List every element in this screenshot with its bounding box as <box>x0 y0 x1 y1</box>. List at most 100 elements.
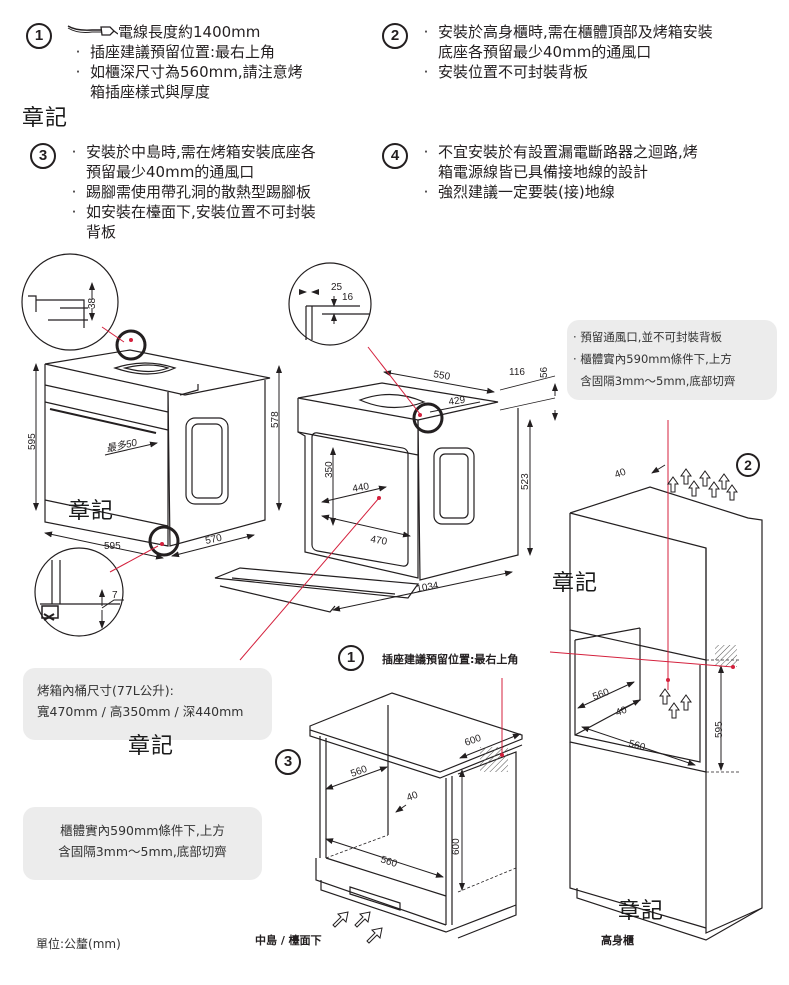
leader-dot <box>377 496 381 500</box>
leader-line <box>101 326 125 343</box>
dim-label: 595 <box>104 541 121 552</box>
stamp-watermark: 章記 <box>128 734 175 759</box>
dim-label: 440 <box>352 481 371 495</box>
up-arrow-icon <box>699 470 711 487</box>
dim-label: 56 <box>539 366 550 378</box>
dim-label: 570 <box>204 533 223 547</box>
dim-label: 最多50 <box>105 437 138 455</box>
vent-hatch <box>715 645 737 667</box>
stamp-watermark: 章記 <box>618 899 665 924</box>
dim-label: 523 <box>520 473 531 490</box>
airflow-arrow-icon <box>354 911 371 928</box>
dimension-labels: 38 595 578 最多50 595 570 7 25 16 550 429 … <box>27 282 725 870</box>
socket-callout-number: 1 <box>338 645 364 671</box>
vent-note-bubble: · 預留通風口,並不可封裝背板 · 櫃體實內590mm條件下,上方 含固隔3mm… <box>567 320 777 400</box>
dim-label: 560 <box>349 764 369 780</box>
dim-label: 595 <box>27 433 38 450</box>
bubble-line: · 預留通風口,並不可封裝背板 <box>573 330 722 344</box>
dim-label: 40 <box>405 790 420 804</box>
socket-callout-text: 插座建議預留位置:最右上角 <box>382 653 519 666</box>
note-3-item-1-cont: 預留最少40mm的通風口 <box>86 163 255 181</box>
bubble-line: 寬470mm / 高350mm / 深440mm <box>37 704 244 719</box>
tall-caption: 高身櫃 <box>601 934 634 947</box>
note-2-number: 2 <box>382 23 408 49</box>
leader-dot <box>731 665 735 669</box>
oven-open-drawing <box>214 262 558 613</box>
note-2-item-1-cont: 底座各預留最少40mm的通風口 <box>438 43 652 61</box>
x-mark-icon <box>43 613 55 621</box>
up-arrow-icon <box>708 481 720 498</box>
bubble-line: 含固隔3mm～5mm,底部切齊 <box>573 374 736 388</box>
up-arrow-icon <box>667 476 679 493</box>
note-4-number: 4 <box>382 143 408 169</box>
note-4-item-2: 強烈建議一定要裝(接)地線 <box>438 183 615 201</box>
dim-label: 578 <box>270 411 281 428</box>
up-arrow-icon <box>680 694 692 711</box>
up-arrow-icon <box>718 473 730 490</box>
note-3-number: 3 <box>30 143 56 169</box>
dim-label: 429 <box>448 395 466 408</box>
note-3: ·安裝於中島時,需在烤箱安裝底座各 預留最少40mm的通風口 ·踢腳需使用帶孔洞… <box>62 142 316 242</box>
dim-label: 470 <box>369 534 388 548</box>
note-3-item-3: 如安裝在檯面下,安裝位置不可封裝 <box>86 203 316 221</box>
island-cabinet-drawing <box>309 692 523 939</box>
island-number: 3 <box>275 749 301 775</box>
interior-size-bubble: 烤箱內桶尺寸(77L公升): 寬470mm / 高350mm / 深440mm <box>23 668 272 740</box>
intake-arrows <box>332 911 383 944</box>
vent-arrows <box>659 468 738 719</box>
up-arrow-icon <box>668 702 680 719</box>
note-2: ·安裝於高身櫃時,需在櫃體頂部及烤箱安裝 底座各預留最少40mm的通風口 ·安裝… <box>414 22 713 82</box>
note-3-item-3-cont: 背板 <box>86 223 117 241</box>
vent-hatch <box>480 747 508 772</box>
dim-label: 600 <box>463 733 483 749</box>
cabinet-condition-bubble: 櫃體實內590mm條件下,上方 含固隔3mm～5mm,底部切齊 <box>23 807 262 880</box>
dim-label: 350 <box>324 461 335 478</box>
airflow-arrow-icon <box>332 911 349 928</box>
tall-number-badge <box>736 453 760 477</box>
bubble-line: · 櫃體實內590mm條件下,上方 <box>573 352 732 366</box>
dim-label: 38 <box>87 297 98 309</box>
leader-line <box>549 651 734 668</box>
leader-dot <box>666 678 670 682</box>
dim-label: 1034 <box>416 580 440 595</box>
dim-label: 595 <box>714 721 725 738</box>
note-4: ·不宜安裝於有設置漏電斷路器之迴路,烤 箱電源線皆已具備接地線的設計 ·強烈建議… <box>414 142 698 202</box>
leader-line <box>367 346 421 415</box>
bubble-line: 櫃體實內590mm條件下,上方 <box>60 823 225 838</box>
note-1-item-2-cont: 箱插座樣式與厚度 <box>90 83 211 101</box>
dim-label: 7 <box>112 590 118 601</box>
note-4-item-1: 不宜安裝於有設置漏電斷路器之迴路,烤 <box>438 143 698 161</box>
note-1-number: 1 <box>26 23 52 49</box>
power-cord-icon <box>66 22 118 40</box>
up-arrow-icon <box>688 480 700 497</box>
dim-label: 550 <box>432 369 451 383</box>
note-1-item-1: 插座建議預留位置:最右上角 <box>90 43 276 61</box>
leader-line <box>239 497 380 661</box>
up-arrow-icon <box>680 468 692 485</box>
leader-dot <box>500 753 504 757</box>
note-3-item-1: 安裝於中島時,需在烤箱安裝底座各 <box>86 143 316 161</box>
leader-line <box>109 545 159 573</box>
dim-label: 40 <box>614 705 629 719</box>
dim-label: 116 <box>509 367 525 378</box>
up-arrow-icon <box>726 484 738 501</box>
unit-caption: 單位:公釐(mm) <box>36 937 121 951</box>
dim-label: 560 <box>627 738 646 753</box>
airflow-arrow-icon <box>366 927 383 944</box>
leader-dot <box>129 338 133 342</box>
tall-cabinet-drawing <box>569 464 763 941</box>
dim-label: 560 <box>379 854 399 870</box>
dim-label: 16 <box>342 292 354 303</box>
oven-side-drawing <box>21 253 282 637</box>
note-1-item-2: 如櫃深尺寸為560mm,請注意烤 <box>90 63 303 81</box>
note-3-item-2: 踢腳需使用帶孔洞的散熱型踢腳板 <box>86 183 312 201</box>
stamp-watermark: 章記 <box>22 106 69 131</box>
tall-cabinet-number: 2 <box>744 457 752 473</box>
stamp-watermark: 章記 <box>68 499 115 524</box>
bubble-line: 烤箱內桶尺寸(77L公升): <box>37 683 174 698</box>
dim-label: 25 <box>331 282 343 293</box>
dim-label: 560 <box>591 687 611 703</box>
note-1: 電線長度約1400mm ·插座建議預留位置:最右上角 ·如櫃深尺寸為560mm,… <box>66 22 303 102</box>
note-1-lead: 電線長度約1400mm <box>118 23 261 41</box>
